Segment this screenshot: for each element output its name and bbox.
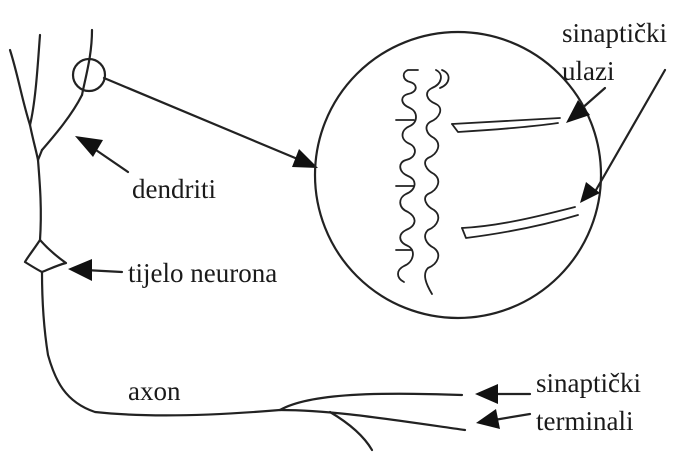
axon-terminals [280, 394, 465, 450]
label-cell-body: tijelo neurona [128, 258, 277, 288]
cell-body-arrow [68, 259, 122, 281]
label-synaptic-terminals-1: sinaptički [536, 368, 641, 398]
magnify-connector-line [104, 78, 300, 160]
label-dendrites: dendriti [132, 174, 216, 204]
label-synaptic-inputs-1: sinaptički [562, 18, 667, 48]
synaptic-terminal-arrows [475, 384, 530, 429]
magnify-circle-large [315, 32, 601, 318]
dendrite-spines [396, 70, 449, 294]
dendrites-arrow [75, 136, 128, 172]
synaptic-input-terminals [452, 118, 578, 238]
cell-body [25, 240, 66, 272]
label-axon: axon [128, 376, 181, 406]
label-synaptic-inputs-2: ulazi [562, 56, 614, 86]
label-synaptic-terminals-2: terminali [536, 406, 633, 436]
magnify-arrowhead [292, 149, 318, 168]
synaptic-input-arrows [566, 70, 665, 203]
